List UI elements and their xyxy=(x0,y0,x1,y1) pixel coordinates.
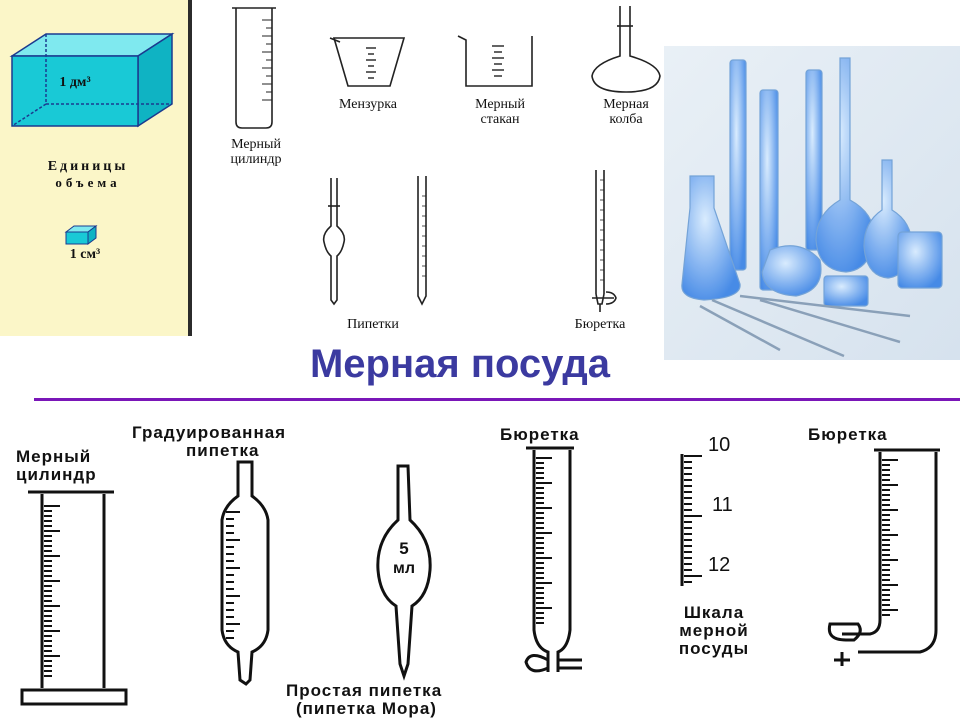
label-small-burette: Бюретка xyxy=(574,317,626,332)
label-measuring-glass-1: Мерный xyxy=(475,97,525,112)
label-graduated-cylinder-1: Мерный xyxy=(231,137,281,152)
label-graduated-cylinder-2: цилиндр xyxy=(230,152,282,167)
label-large-cylinder-2: цилиндр xyxy=(16,465,97,484)
label-graduated-pipette-2: пипетка xyxy=(186,441,260,460)
cube-large-icon xyxy=(9,32,175,128)
label-burette-right: Бюретка xyxy=(808,425,888,444)
volumetric-flask-drawing xyxy=(591,6,661,93)
scale-caption-2: мерной xyxy=(679,621,749,640)
panel-border xyxy=(188,0,192,336)
mohr-volume-number: 5 xyxy=(399,539,409,558)
beaker-cone-drawing xyxy=(329,37,406,87)
cube-small-label: 1 см³ xyxy=(69,247,101,262)
scale-caption-3: посуды xyxy=(678,639,750,658)
scale-number-12: 12 xyxy=(708,554,731,576)
measuring-glass-drawing xyxy=(457,35,533,87)
label-volumetric-flask-1: Мерная xyxy=(603,97,649,112)
label-measuring-glass-2: стакан xyxy=(480,112,520,127)
cube-large-label: 1 дм³ xyxy=(59,75,91,90)
graduated-pipette-drawing xyxy=(417,176,427,306)
scale-number-11: 11 xyxy=(712,494,733,516)
label-pipettes: Пипетки xyxy=(347,317,399,332)
graduated-cylinder-drawing xyxy=(232,7,276,129)
bulb-pipette-drawing xyxy=(322,178,346,306)
lab-glassware-photo xyxy=(664,46,960,360)
units-caption-line2: объема xyxy=(55,175,121,190)
small-burette-drawing xyxy=(592,170,617,312)
label-beaker-cone: Мензурка xyxy=(338,97,397,112)
label-volumetric-flask-2: колба xyxy=(609,112,643,127)
page-title: Мерная посуда xyxy=(309,342,611,386)
scale-number-10: 10 xyxy=(708,434,731,456)
units-caption-line1: Единицы xyxy=(47,159,129,174)
cube-small-icon xyxy=(64,225,98,245)
label-large-cylinder-1: Мерный xyxy=(16,447,92,466)
label-graduated-pipette-1: Градуированная xyxy=(132,423,287,442)
label-burette-left: Бюретка xyxy=(500,425,580,444)
mohr-volume-unit: мл xyxy=(393,560,415,577)
scale-caption-1: Шкала xyxy=(683,603,745,622)
title-divider xyxy=(34,398,960,401)
label-simple-pipette-2: (пипетка Мора) xyxy=(296,699,437,718)
label-simple-pipette-1: Простая пипетка xyxy=(286,681,443,700)
